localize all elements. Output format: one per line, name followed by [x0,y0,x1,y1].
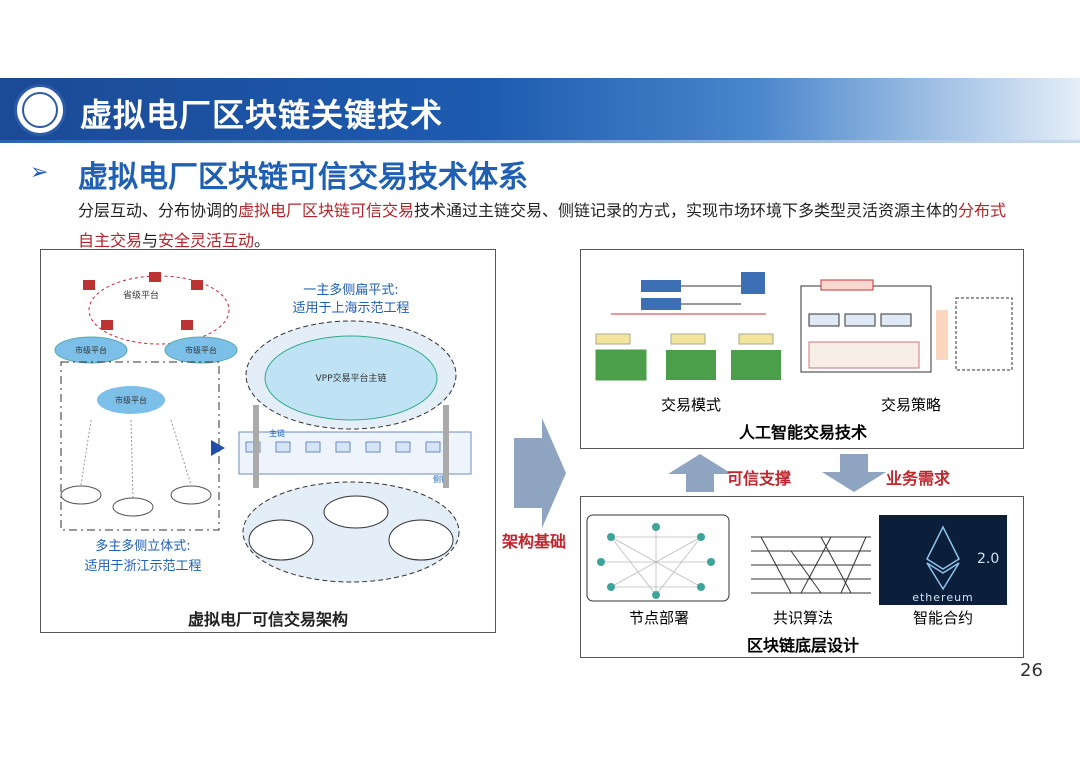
blockchain-diagram: 2.0 ethereum 节点部署 共识算法 智能合约 区块链底层设计 [586,514,1007,655]
para-text-4: 。 [254,231,271,250]
svg-text:侧链: 侧链 [433,474,449,484]
blockchain-panel-title: 区块链底层设计 [747,636,859,655]
arrow-up-icon [668,454,732,492]
para-text-1: 分层互动、分布协调的 [78,201,239,220]
ai-trading-panel: 交易模式 交易策略 人工智能交易技术 [580,249,1024,449]
trusted-support-label: 可信支撑 [727,469,792,488]
svg-text:市级平台: 市级平台 [115,395,147,405]
arch-basis-label: 架构基础 [502,532,567,551]
consensus-label: 共识算法 [773,609,833,627]
smart-contract-label: 智能合约 [913,609,973,627]
multi-main-sub: 适用于浙江示范工程 [84,559,201,574]
city-platform-left-node [54,336,128,364]
svg-text:市级平台: 市级平台 [185,345,217,355]
header-banner [0,78,1080,140]
multi-main-label: 多主多侧立体式: [95,538,190,554]
svg-text:VPP交易平台主链: VPP交易平台主链 [315,372,386,384]
page-title: 虚拟电厂区块链关键技术 [80,96,444,134]
svg-text:市级平台: 市级平台 [75,345,107,355]
page-number: 26 [1020,660,1043,681]
architecture-panel-title: 虚拟电厂可信交易架构 [187,610,348,629]
svg-text:主链: 主链 [269,428,285,438]
business-demand-label: 业务需求 [886,469,951,488]
city-platform-right-node [164,336,238,364]
para-highlight-2: 分布式自主交易 [78,201,1007,250]
trade-mode-label: 交易模式 [661,396,721,414]
svg-text:2.0: 2.0 [977,551,999,567]
trade-strategy-label: 交易策略 [881,396,941,414]
para-highlight-3: 安全灵活互动 [158,231,255,250]
blockchain-panel: 2.0 ethereum 节点部署 共识算法 智能合约 区块链底层设计 [580,496,1024,658]
svg-text:适用于上海示范工程: 适用于上海示范工程 [292,301,409,316]
svg-text:ethereum: ethereum [912,591,974,604]
description-paragraph: 分层互动、分布协调的虚拟电厂区块链可信交易技术通过主链交易、侧链记录的方式，实现… [78,196,1018,256]
university-logo-icon [14,84,66,136]
node-deploy-label: 节点部署 [629,609,689,627]
header-underline [0,140,1080,143]
arrow-down-icon [822,454,886,492]
arrow-right-icon [211,440,225,456]
architecture-panel: 多主多侧立体式: 适用于浙江示范工程 省级平台 市级平台 市级平台 市级平台 一… [40,249,496,633]
para-highlight-1: 虚拟电厂区块链可信交易 [238,201,415,220]
ai-trading-diagram: 交易模式 交易策略 人工智能交易技术 [595,272,1013,442]
svg-text:一主多侧扁平式:: 一主多侧扁平式: [303,282,398,298]
big-arrow-right-icon [514,418,566,528]
section-subtitle: 虚拟电厂区块链可信交易技术体系 [78,160,528,195]
para-text-3: 与 [142,231,159,250]
bullet-arrow-icon: ➢ [30,160,49,185]
para-text-2: 技术通过主链交易、侧链记录的方式，实现市场环境下多类型灵活资源主体的 [414,201,959,220]
architecture-diagram: 多主多侧立体式: 适用于浙江示范工程 省级平台 市级平台 市级平台 市级平台 一… [54,272,472,583]
svg-text:省级平台: 省级平台 [123,289,159,301]
ai-panel-title: 人工智能交易技术 [739,423,867,442]
city-platform-center-node [97,386,165,414]
